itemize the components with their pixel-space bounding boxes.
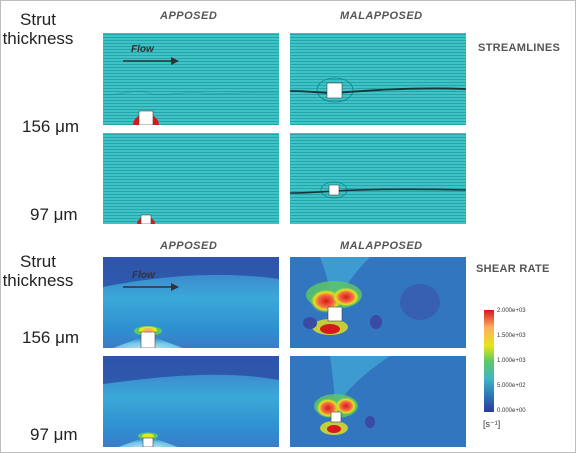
colorbar-unit: [s⁻¹] bbox=[483, 419, 501, 429]
size-label-156-bottom: 156 μm bbox=[22, 328, 80, 347]
strut bbox=[330, 411, 342, 423]
row-label-line1-b: Strut bbox=[20, 252, 56, 271]
colorbar-tick-4: 0.000e+00 bbox=[497, 408, 526, 414]
col-header-apposed-bottom: APPOSED bbox=[160, 240, 218, 252]
section-label-shear-rate: SHEAR RATE bbox=[476, 263, 550, 275]
colorbar-tick-0: 2.000e+03 bbox=[497, 308, 526, 314]
colorbar-tick-1: 1.500e+03 bbox=[497, 333, 526, 339]
col-header-malapposed-bottom: MALAPPOSED bbox=[340, 240, 423, 252]
strut bbox=[140, 331, 156, 348]
colorbar-tick-2: 1.000e+03 bbox=[497, 358, 526, 364]
row-label-bottom: Strut thickness bbox=[2, 252, 74, 290]
size-label-156-top: 156 μm bbox=[22, 117, 80, 136]
strut bbox=[327, 306, 343, 322]
row-label-line2: thickness bbox=[2, 29, 74, 48]
row-label-line1: Strut bbox=[20, 10, 56, 29]
strut bbox=[328, 184, 340, 196]
shear-panel-malapposed-156 bbox=[290, 257, 466, 348]
size-label-97-top: 97 μm bbox=[30, 205, 78, 224]
streamline-panel-apposed-97 bbox=[103, 133, 279, 224]
strut bbox=[142, 437, 154, 447]
colorbar-tick-3: 5.000e+02 bbox=[497, 383, 526, 389]
size-label-97-bottom: 97 μm bbox=[30, 425, 78, 444]
col-header-malapposed-top: MALAPPOSED bbox=[340, 10, 423, 22]
colorbar bbox=[484, 310, 494, 412]
separation-streamline bbox=[290, 188, 466, 194]
strut bbox=[138, 110, 154, 125]
strut bbox=[326, 82, 343, 99]
streamline-panel-apposed-156 bbox=[103, 33, 279, 125]
shear-panel-apposed-97 bbox=[103, 356, 279, 447]
row-label-line2-b: thickness bbox=[2, 271, 74, 290]
col-header-apposed-top: APPOSED bbox=[160, 10, 218, 22]
streamline-panel-malapposed-156 bbox=[290, 33, 466, 125]
strut bbox=[140, 214, 152, 224]
row-label-top: Strut thickness bbox=[2, 10, 74, 48]
section-label-streamlines: STREAMLINES bbox=[478, 42, 561, 54]
flow-label-bottom: Flow bbox=[132, 270, 155, 281]
flow-label-top: Flow bbox=[131, 44, 154, 55]
shear-panel-apposed-156 bbox=[103, 257, 279, 348]
streamline-panel-malapposed-97 bbox=[290, 133, 466, 224]
shear-panel-malapposed-97 bbox=[290, 356, 466, 447]
